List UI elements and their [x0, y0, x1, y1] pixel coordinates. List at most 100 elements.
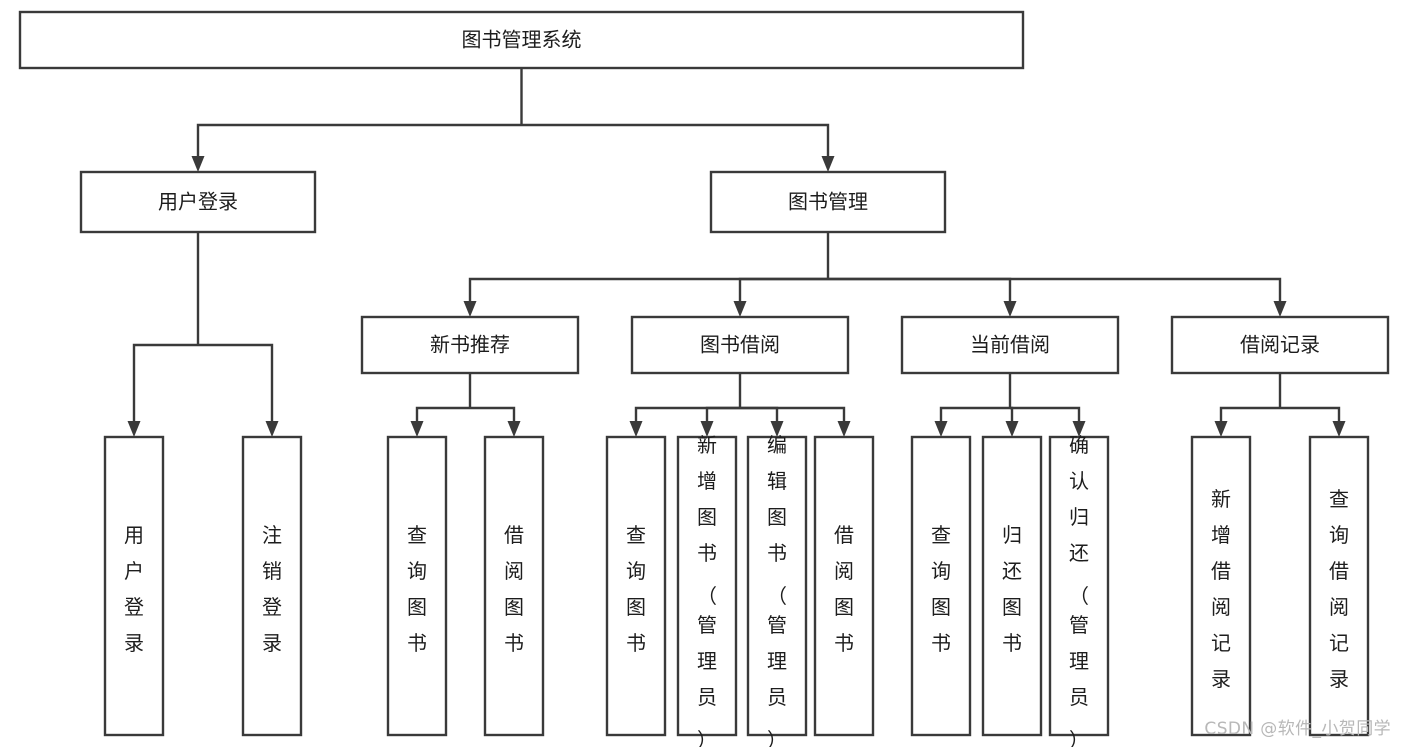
- node-box-user-login[interactable]: [79, 170, 317, 234]
- arrow-head-icon: [821, 156, 835, 172]
- node-borrow-records[interactable]: 借阅记录: [1170, 315, 1390, 375]
- arrow-head-icon: [1332, 421, 1346, 437]
- edge-book-borrow-borrow: [740, 406, 846, 423]
- connector-group-root: [191, 68, 835, 172]
- node-box-leaf-borrow-book[interactable]: [813, 435, 875, 737]
- node-box-leaf-add-book-admin[interactable]: [676, 435, 738, 737]
- node-box-book-borrow[interactable]: [630, 315, 850, 375]
- connector-group-book-borrow: [629, 373, 851, 437]
- node-label-leaf-user-login: 用户登录: [124, 523, 144, 655]
- arrow-head-icon: [410, 421, 424, 437]
- arrow-head-icon: [1003, 301, 1017, 317]
- node-label-leaf-query-book-borrow: 查询图书: [626, 523, 646, 655]
- node-label-leaf-add-book-admin: 新增图书（管理员）: [697, 433, 717, 747]
- arrow-head-icon: [1273, 301, 1287, 317]
- edge-book-management-book-borrow: [738, 277, 828, 303]
- node-label-book-management: 图书管理: [788, 190, 868, 214]
- node-label-leaf-add-borrow-record: 新增借阅记录: [1211, 487, 1231, 691]
- node-leaf-user-login[interactable]: 用户登录: [103, 435, 165, 737]
- node-label-leaf-edit-book-admin: 编辑图书（管理员）: [767, 433, 787, 747]
- edge-new-book-recommend-borrow: [470, 406, 516, 423]
- node-box-leaf-edit-book-admin[interactable]: [746, 435, 808, 737]
- edge-new-book-recommend-query: [415, 406, 470, 423]
- arrow-head-icon: [700, 421, 714, 437]
- node-leaf-query-book-current[interactable]: 查询图书: [910, 435, 972, 737]
- node-label-borrow-records: 借阅记录: [1240, 333, 1320, 357]
- node-leaf-edit-book-admin[interactable]: 编辑图书（管理员）: [746, 433, 808, 747]
- node-box-leaf-borrow-book-recommend[interactable]: [483, 435, 545, 737]
- node-book-borrow[interactable]: 图书借阅: [630, 315, 850, 375]
- connector-group-user-login: [127, 232, 279, 437]
- node-label-current-borrow: 当前借阅: [970, 333, 1050, 357]
- node-box-leaf-query-book-current[interactable]: [910, 435, 972, 737]
- connector-group-borrow-records: [1214, 373, 1346, 437]
- node-leaf-confirm-return-admin[interactable]: 确认归还（管理员）: [1048, 433, 1110, 747]
- node-box-current-borrow[interactable]: [900, 315, 1120, 375]
- connector-group-current-borrow: [934, 373, 1086, 437]
- node-leaf-return-book[interactable]: 归还图书: [981, 435, 1043, 737]
- node-label-leaf-borrow-book: 借阅图书: [834, 523, 854, 655]
- node-leaf-query-book-recommend[interactable]: 查询图书: [386, 435, 448, 737]
- node-label-leaf-logout-login: 注销登录: [262, 523, 282, 655]
- node-leaf-borrow-book-recommend[interactable]: 借阅图书: [483, 435, 545, 737]
- arrow-head-icon: [191, 156, 205, 172]
- node-box-leaf-add-borrow-record[interactable]: [1190, 435, 1252, 737]
- node-label-leaf-borrow-book-recommend: 借阅图书: [504, 523, 524, 655]
- node-box-leaf-confirm-return-admin[interactable]: [1048, 435, 1110, 737]
- node-root[interactable]: 图书管理系统: [18, 10, 1025, 70]
- edge-book-management-borrow-records: [828, 277, 1282, 303]
- edge-current-borrow-query: [939, 406, 1010, 423]
- node-box-leaf-user-login[interactable]: [103, 435, 165, 737]
- arrow-head-icon: [265, 421, 279, 437]
- arrow-head-icon: [629, 421, 643, 437]
- edge-user-login-leaf-user-login: [132, 343, 198, 423]
- edge-borrow-records-query: [1280, 406, 1341, 423]
- node-leaf-logout-login[interactable]: 注销登录: [241, 435, 303, 737]
- edge-root-book-management: [521, 123, 830, 158]
- node-label-leaf-query-borrow-record: 查询借阅记录: [1329, 487, 1349, 691]
- edge-root-user-login: [196, 123, 522, 158]
- node-box-borrow-records[interactable]: [1170, 315, 1390, 375]
- edge-current-borrow-return: [1010, 406, 1014, 423]
- edge-book-management-current-borrow: [828, 277, 1012, 303]
- node-book-management[interactable]: 图书管理: [709, 170, 947, 234]
- arrow-head-icon: [1005, 421, 1019, 437]
- node-box-leaf-query-borrow-record[interactable]: [1308, 435, 1370, 737]
- arrow-head-icon: [127, 421, 141, 437]
- node-box-book-management[interactable]: [709, 170, 947, 234]
- node-label-leaf-confirm-return-admin: 确认归还（管理员）: [1069, 433, 1089, 747]
- node-leaf-add-book-admin[interactable]: 新增图书（管理员）: [676, 433, 738, 747]
- arrow-head-icon: [934, 421, 948, 437]
- edge-book-management-new-book-recommend: [468, 277, 828, 303]
- node-label-book-borrow: 图书借阅: [700, 333, 780, 357]
- node-current-borrow[interactable]: 当前借阅: [900, 315, 1120, 375]
- node-label-leaf-query-book-current: 查询图书: [931, 523, 951, 655]
- node-new-book-recommend[interactable]: 新书推荐: [360, 315, 580, 375]
- arrow-head-icon: [733, 301, 747, 317]
- node-leaf-query-borrow-record[interactable]: 查询借阅记录: [1308, 435, 1370, 737]
- connector-group-new-book-recommend: [410, 373, 521, 437]
- edge-book-borrow-add: [705, 406, 740, 423]
- node-leaf-query-book-borrow[interactable]: 查询图书: [605, 435, 667, 737]
- node-layer: 图书管理系统用户登录图书管理新书推荐图书借阅当前借阅借阅记录用户登录注销登录查询…: [18, 10, 1390, 747]
- arrow-head-icon: [1214, 421, 1228, 437]
- node-label-leaf-query-book-recommend: 查询图书: [407, 523, 427, 655]
- edge-book-borrow-query: [634, 406, 740, 423]
- node-user-login[interactable]: 用户登录: [79, 170, 317, 234]
- edge-borrow-records-add: [1219, 406, 1280, 423]
- node-box-leaf-return-book[interactable]: [981, 435, 1043, 737]
- edge-book-borrow-edit: [740, 406, 779, 423]
- node-leaf-add-borrow-record[interactable]: 新增借阅记录: [1190, 435, 1252, 737]
- node-box-root[interactable]: [18, 10, 1025, 70]
- node-box-leaf-query-book-borrow[interactable]: [605, 435, 667, 737]
- node-box-leaf-query-book-recommend[interactable]: [386, 435, 448, 737]
- arrow-head-icon: [507, 421, 521, 437]
- node-box-leaf-logout-login[interactable]: [241, 435, 303, 737]
- edge-user-login-leaf-logout-login: [198, 343, 274, 423]
- connector-layer: [127, 68, 1346, 437]
- node-leaf-borrow-book[interactable]: 借阅图书: [813, 435, 875, 737]
- arrow-head-icon: [1072, 421, 1086, 437]
- node-box-new-book-recommend[interactable]: [360, 315, 580, 375]
